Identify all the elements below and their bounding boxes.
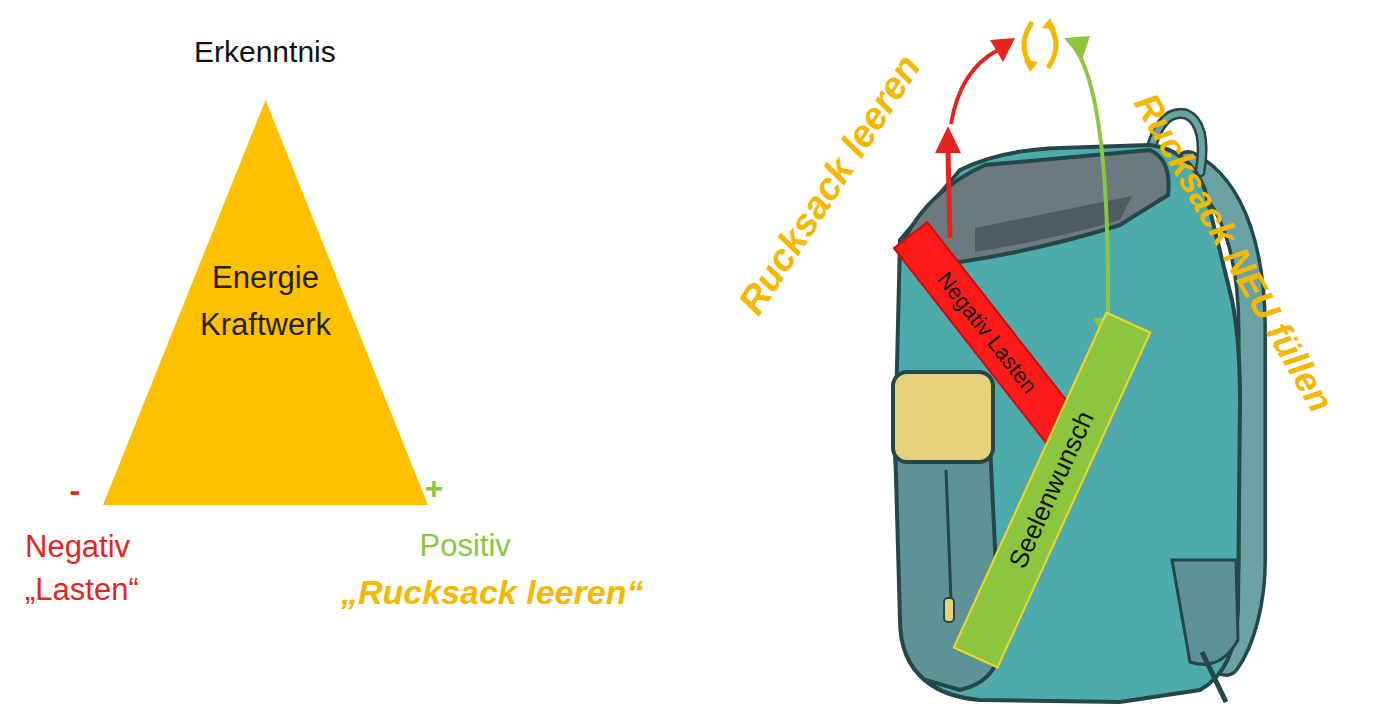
- green-arrow-tail: [1064, 36, 1090, 60]
- energy-triangle: Energie Kraftwerk: [103, 100, 428, 505]
- red-arrow-head: [935, 126, 961, 153]
- cycle-symbol: [1024, 18, 1056, 72]
- positive-label: Positiv: [420, 527, 511, 564]
- zipper: [946, 470, 951, 600]
- red-arrow-shaft: [948, 150, 950, 238]
- side-pocket: [1172, 560, 1238, 664]
- red-arrow-head: [990, 38, 1015, 62]
- negative-label: Negativ „Lasten“: [25, 525, 195, 612]
- pocket-flap: [893, 372, 993, 462]
- minus-sign: -: [70, 471, 81, 509]
- green-arrow-curve: [1076, 50, 1108, 322]
- cycle-head: [1042, 18, 1056, 30]
- plus-sign: +: [425, 469, 444, 507]
- cycle-arc: [1049, 24, 1056, 66]
- triangle-shape: [103, 100, 428, 505]
- red-arrow-curve: [951, 50, 998, 124]
- cycle-arc: [1024, 24, 1031, 66]
- zipper-pull: [944, 598, 954, 622]
- cycle-head: [1024, 60, 1038, 72]
- node-text: Energie Kraftwerk: [166, 255, 366, 348]
- empty-backpack-label: „Rucksack leeren“: [341, 572, 643, 613]
- triangle-fill: [103, 100, 428, 505]
- apex-label: Erkenntnis: [194, 34, 336, 70]
- strap-end: [1202, 652, 1226, 702]
